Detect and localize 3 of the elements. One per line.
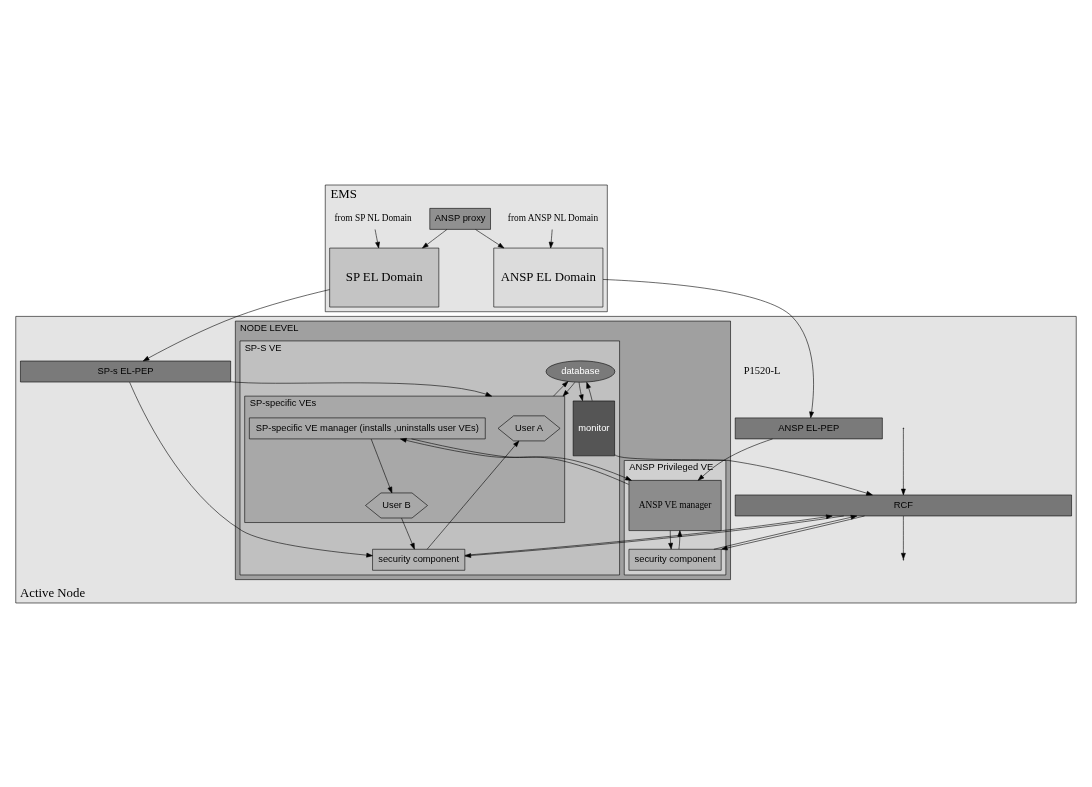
node-text: from SP NL Domain	[334, 212, 412, 223]
label: P1520-L	[743, 364, 781, 376]
node-text: from ANSP NL Domain	[507, 212, 599, 223]
